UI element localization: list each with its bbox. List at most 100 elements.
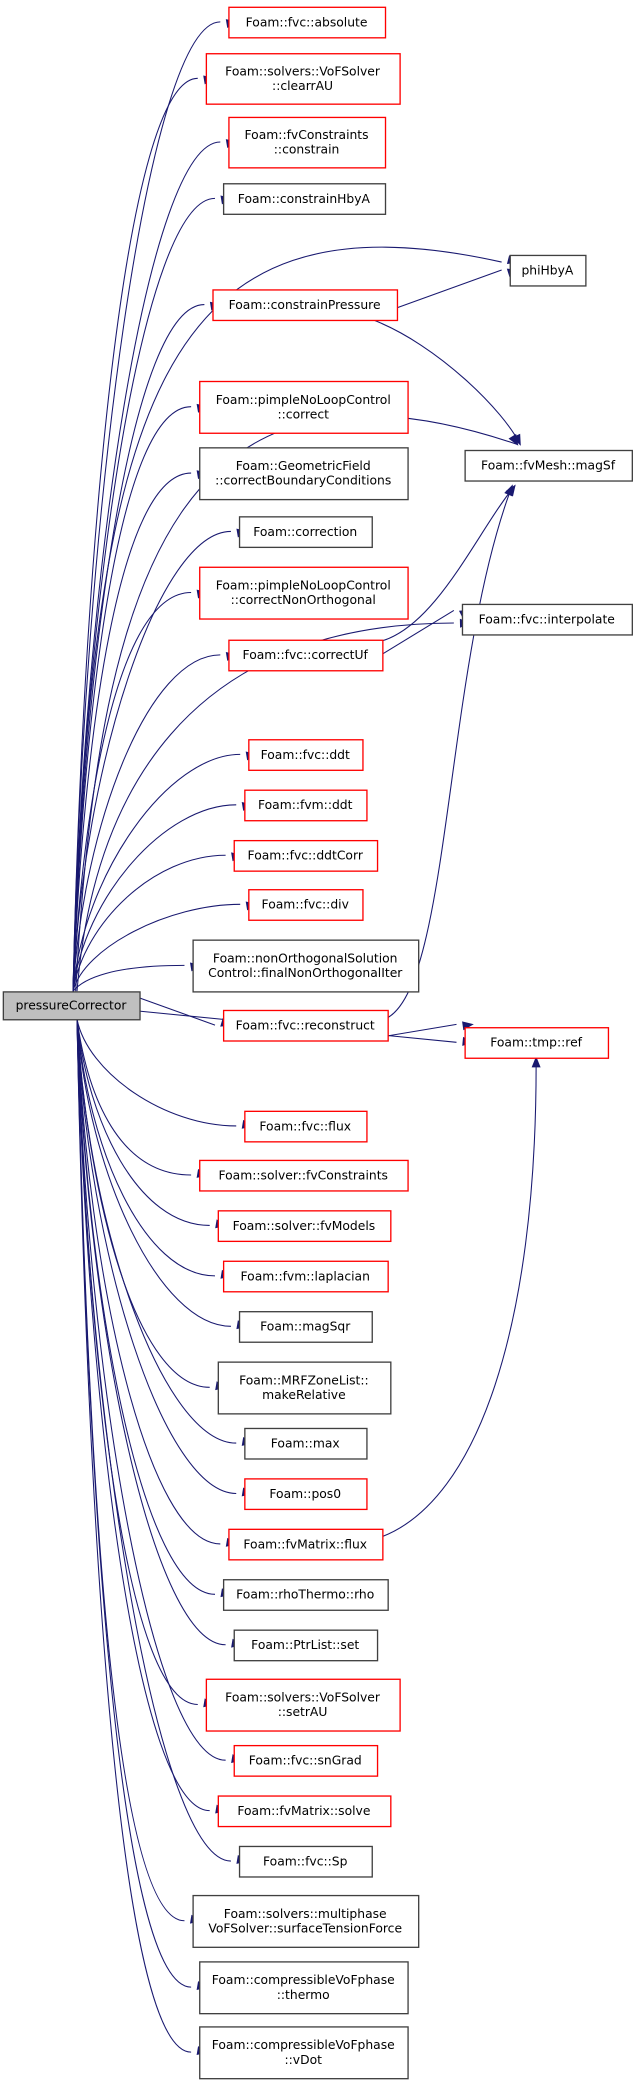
node-label: ::correctNonOrthogonal — [231, 593, 376, 607]
node-box — [233, 1744, 379, 1777]
node-foam-tmp-ref[interactable]: Foam::tmp::ref — [464, 1027, 610, 1059]
node-label: Foam::compressibleVoFphase — [212, 1973, 395, 1987]
root-node-pressureCorrector[interactable]: pressureCorrector — [2, 991, 141, 1021]
edge-line — [76, 1019, 231, 1862]
node-foam-fvc-correctuf[interactable]: Foam::fvc::correctUf — [228, 639, 384, 672]
node-foam-pimplenoloopcontrol-correctnonorthogonal[interactable]: Foam::pimpleNoLoopControl::correctNonOrt… — [199, 566, 409, 620]
edge-line — [76, 1019, 192, 2053]
node-phihbya[interactable]: phiHbyA — [509, 254, 587, 287]
node-label: Foam::rhoThermo::rho — [236, 1588, 374, 1602]
edge-n16-r2 — [387, 484, 513, 1019]
node-foam-fvconstraints-constrain[interactable]: Foam::fvConstraints::constrain — [228, 116, 387, 169]
edge-line — [72, 903, 241, 992]
node-foam-pos0[interactable]: Foam::pos0 — [244, 1478, 368, 1511]
node-foam-compressiblevofphase-thermo[interactable]: Foam::compressibleVoFphase::thermo — [199, 1961, 409, 2015]
node-foam-geometricfield-correctboundaryconditions[interactable]: Foam::GeometricField::correctBoundaryCon… — [199, 447, 409, 501]
node-box — [248, 889, 364, 921]
node-box — [228, 1528, 384, 1561]
edge-line — [72, 406, 192, 992]
node-foam-fvc-div[interactable]: Foam::fvc::div — [248, 889, 364, 921]
arrowhead-icon — [511, 433, 521, 446]
edge-line — [387, 485, 513, 1019]
node-foam-constrainpressure[interactable]: Foam::constrainPressure — [212, 289, 399, 322]
node-box — [192, 1894, 420, 1948]
node-foam-solver-fvconstraints[interactable]: Foam::solver::fvConstraints — [199, 1159, 409, 1192]
node-box — [233, 839, 379, 872]
node-foam-solvers-multiphasevofsolver-surfacetensionforce[interactable]: Foam::solvers::multiphaseVoFSolver::surf… — [192, 1894, 420, 1948]
node-box — [199, 447, 409, 501]
edge-root-n30 — [76, 1019, 228, 1814]
node-foam-solvers-vofsolver-clearrau[interactable]: Foam::solvers::VoFSolver::clearrAU — [205, 53, 401, 105]
node-box — [212, 289, 399, 322]
node-foam-magsqr[interactable]: Foam::magSqr — [238, 1311, 373, 1343]
node-foam-max[interactable]: Foam::max — [244, 1427, 368, 1460]
node-label: ::correctBoundaryConditions — [215, 474, 391, 488]
edge-line — [76, 1019, 226, 1761]
node-foam-fvc-reconstruct[interactable]: Foam::fvc::reconstruct — [222, 1009, 389, 1042]
node-label: Foam::fvConstraints — [245, 128, 369, 142]
edge-line — [72, 197, 216, 992]
node-foam-rhothermo-rho[interactable]: Foam::rhoThermo::rho — [222, 1579, 389, 1611]
node-label: Control::finalNonOrthogonalIter — [208, 966, 403, 980]
node-label: ::clearrAU — [272, 79, 333, 93]
node-box — [244, 1110, 368, 1143]
node-foam-fvmatrix-solve[interactable]: Foam::fvMatrix::solve — [217, 1795, 392, 1828]
node-box — [217, 1795, 392, 1828]
edge-line — [72, 141, 221, 992]
node-label: phiHbyA — [521, 263, 573, 277]
edge-line — [76, 1019, 210, 1226]
node-box — [199, 380, 409, 434]
edge-root-n16 — [139, 997, 233, 1027]
node-box — [464, 449, 633, 482]
node-foam-nonorthogonalsolutioncontrol-finalnonorthogonaliter[interactable]: Foam::nonOrthogonalSolutionControl::fina… — [192, 939, 420, 993]
node-label: Foam::fvMatrix::solve — [237, 1804, 370, 1818]
edge-line — [76, 1019, 192, 1176]
edge-line — [76, 1019, 231, 1327]
node-label: Foam::PtrList::set — [251, 1638, 359, 1652]
node-foam-mrfzonelist-makerelative[interactable]: Foam::MRFZoneList::makeRelative — [217, 1361, 392, 1415]
node-box — [228, 639, 384, 672]
node-label: Foam::fvc::snGrad — [249, 1754, 362, 1768]
node-foam-fvm-laplacian[interactable]: Foam::fvm::laplacian — [222, 1260, 389, 1293]
node-label: Foam::tmp::ref — [490, 1036, 582, 1050]
node-label: Foam::pimpleNoLoopControl — [216, 579, 391, 593]
node-foam-fvc-sngrad[interactable]: Foam::fvc::snGrad — [233, 1744, 379, 1777]
node-label: ::thermo — [277, 1988, 330, 2002]
node-foam-fvc-ddt[interactable]: Foam::fvc::ddt — [248, 739, 364, 771]
node-foam-constrainhbya[interactable]: Foam::constrainHbyA — [222, 183, 387, 215]
node-foam-fvc-absolute[interactable]: Foam::fvc::absolute — [228, 6, 387, 39]
edge-root-n15 — [72, 962, 202, 992]
node-label: Foam::max — [271, 1436, 340, 1450]
node-foam-compressiblevofphase-vdot[interactable]: Foam::compressibleVoFphase::vDot — [199, 2026, 409, 2080]
node-foam-fvc-ddtcorr[interactable]: Foam::fvc::ddtCorr — [233, 839, 379, 872]
node-foam-solvers-vofsolver-setrau[interactable]: Foam::solvers::VoFSolver::setrAU — [205, 1678, 401, 1732]
node-foam-fvmatrix-flux[interactable]: Foam::fvMatrix::flux — [228, 1528, 384, 1561]
node-foam-ptrlist-set[interactable]: Foam::PtrList::set — [233, 1629, 379, 1662]
node-box — [199, 2026, 409, 2080]
node-label: Foam::fvMatrix::flux — [243, 1537, 367, 1551]
node-label: Foam::solvers::VoFSolver — [225, 1691, 381, 1705]
node-label: Foam::GeometricField — [236, 459, 371, 473]
node-foam-fvc-flux[interactable]: Foam::fvc::flux — [244, 1110, 368, 1143]
node-foam-fvm-ddt[interactable]: Foam::fvm::ddt — [244, 789, 368, 822]
edge-line — [76, 1019, 192, 1988]
node-foam-solver-fvmodels[interactable]: Foam::solver::fvModels — [217, 1210, 392, 1243]
node-box — [244, 1478, 368, 1511]
node-foam-correction[interactable]: Foam::correction — [238, 516, 373, 549]
node-label: Foam::nonOrthogonalSolution — [213, 951, 398, 965]
node-label: Foam::fvc::ddt — [261, 748, 350, 762]
node-foam-pimplenoloopcontrol-correct[interactable]: Foam::pimpleNoLoopControl::correct — [199, 380, 409, 434]
node-label: ::vDot — [284, 2053, 322, 2067]
edge-root-n24 — [76, 1019, 254, 1497]
node-foam-fvmesh-magsf[interactable]: Foam::fvMesh::magSf — [464, 449, 633, 482]
edge-root-n27 — [76, 1019, 243, 1648]
node-label: Foam::pos0 — [269, 1487, 341, 1501]
edge-line — [72, 854, 226, 992]
arrowhead-icon — [504, 484, 513, 497]
node-foam-fvc-sp[interactable]: Foam::fvc::Sp — [238, 1845, 373, 1878]
node-box — [228, 116, 387, 169]
node-foam-fvc-interpolate[interactable]: Foam::fvc::interpolate — [461, 603, 633, 636]
edge-line — [76, 1019, 237, 1495]
edge-line — [76, 1019, 237, 1444]
